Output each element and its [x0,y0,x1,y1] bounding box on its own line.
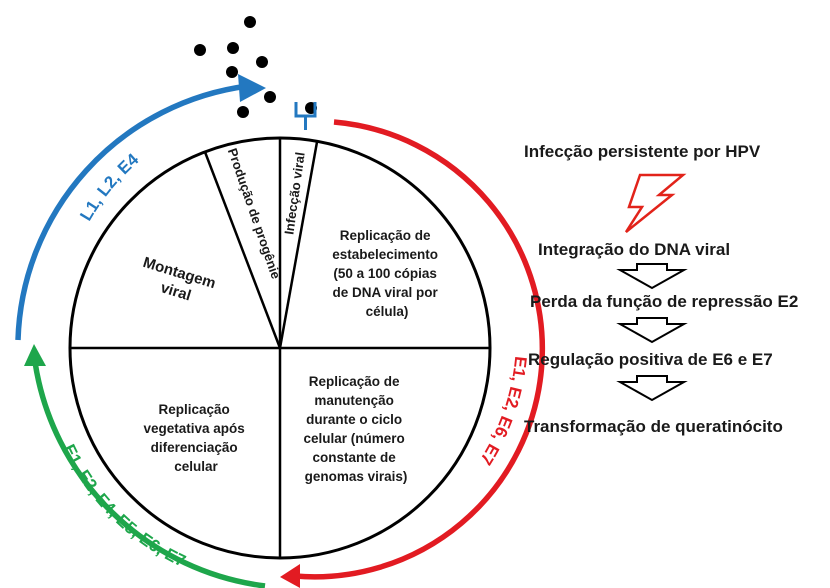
red-arrowhead [280,564,300,588]
flow-step: Transformação de queratinócito [524,417,783,436]
maintenance-label: Replicação de manutenção durante o ciclo… [303,374,408,484]
flow-title: Infecção persistente por HPV [524,142,761,161]
virus-particle [264,91,276,103]
maintenance-label-line: celular (número [303,431,404,446]
sector-line [278,141,319,349]
establishment-label-line: Replicação de [340,228,431,243]
flow-arrows [616,263,688,402]
establishment-label-line: estabelecimento [332,247,438,262]
flow-step: Regulação positiva de E6 e E7 [528,350,773,369]
blue-arrowhead [238,74,266,102]
maintenance-label-line: genomas virais) [305,469,408,484]
green-arrowhead [24,344,46,366]
maintenance-label-line: Replicação de [309,374,400,389]
establishment-label-line: de DNA viral por [332,285,438,300]
virus-particle [194,44,206,56]
flow-step: Integração do DNA viral [538,240,731,259]
vegetative-label-line: vegetativa após [143,421,244,436]
vegetative-label-line: Replicação [158,402,229,417]
sector-line [203,151,282,349]
virus-particle [227,42,239,54]
virus-particle [244,16,256,28]
establishment-label-line: (50 a 100 cópias [333,266,437,281]
blue-arc [15,83,249,341]
flow-step: Perda da função de repressão E2 [530,292,799,311]
virus-particle [256,56,268,68]
cycle-wheel [68,136,492,560]
receptor-icon [294,102,317,130]
maintenance-label-line: constante de [312,450,396,465]
down-arrow-icon [616,375,688,402]
virus-particles [194,16,317,118]
vegetative-label-line: diferenciação [151,440,238,455]
virus-particle [237,106,249,118]
establishment-label: Replicação de estabelecimento (50 a 100 … [332,228,442,319]
green-arc [32,361,266,588]
virus-particle [226,66,238,78]
establishment-label-line: célula) [366,304,409,319]
vegetative-label-line: celular [174,459,218,474]
lightning-bolt-icon [624,173,687,233]
red-arc [294,119,546,580]
down-arrow-icon [616,263,688,290]
maintenance-label-line: durante o ciclo [306,412,402,427]
vegetative-label: Replicação vegetativa após diferenciação… [143,402,248,474]
down-arrow-icon [616,317,688,344]
maintenance-label-line: manutenção [314,393,394,408]
